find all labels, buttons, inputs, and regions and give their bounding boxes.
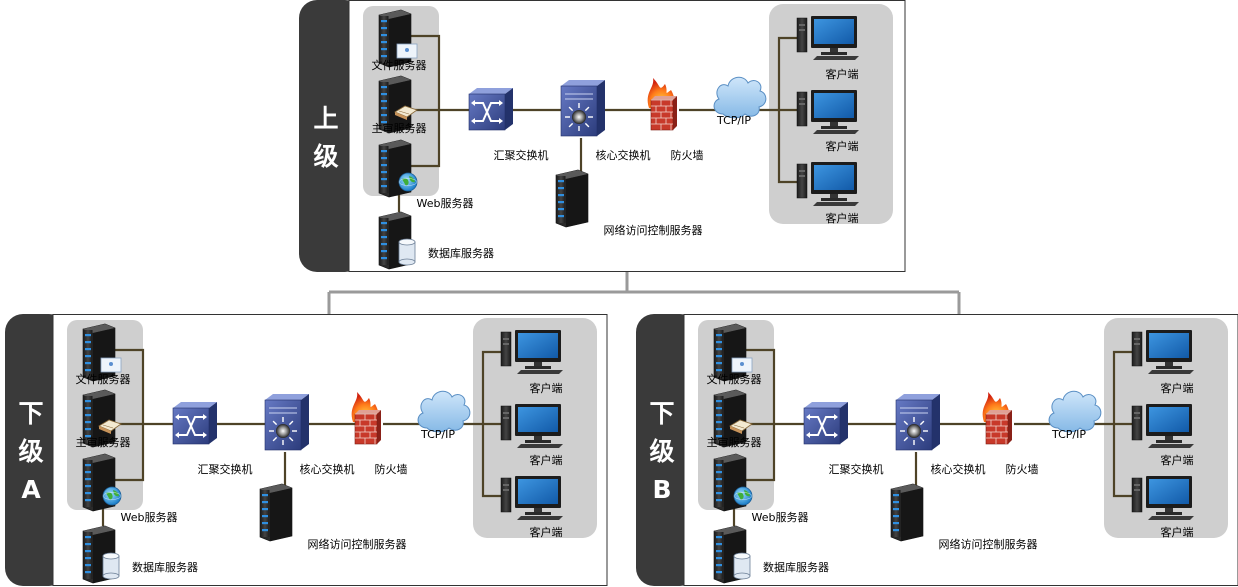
client-computer-icon [500, 404, 563, 448]
client-label: 客户端 [1161, 525, 1194, 539]
database-server-label: 数据库服务器 [763, 560, 829, 574]
book-icon [98, 419, 122, 434]
audit-server-icon [378, 75, 412, 134]
client-label: 客户端 [826, 211, 859, 225]
file-server-label: 文件服务器 [372, 58, 427, 72]
panel-tab-label: B [652, 475, 671, 504]
aggregation-switch-icon [803, 402, 848, 445]
web-server-label: Web服务器 [121, 511, 178, 524]
database-server-label: 数据库服务器 [428, 246, 494, 260]
core-switch-icon [264, 394, 309, 451]
server-bus-line [409, 34, 441, 168]
client-label: 客户端 [1161, 381, 1194, 395]
client-label: 客户端 [826, 67, 859, 81]
panel-tab-label: 级 [649, 437, 674, 466]
client-computer-icon [500, 330, 563, 374]
core-switch-label: 核心交换机 [931, 462, 986, 476]
file-server-label: 文件服务器 [707, 372, 762, 386]
client-computer-icon [500, 476, 563, 520]
core-switch-label: 核心交换机 [300, 462, 355, 476]
file-server-label: 文件服务器 [76, 372, 131, 386]
client-label: 客户端 [530, 381, 563, 395]
core-switch-icon [895, 394, 940, 451]
firewall-icon [351, 392, 381, 445]
database-server-label: 数据库服务器 [132, 560, 198, 574]
client-label: 客户端 [1161, 453, 1194, 467]
database-icon [398, 238, 416, 266]
panel-tab-label: 上 [313, 104, 338, 133]
core-switch-icon [560, 80, 605, 137]
book-icon [394, 105, 418, 120]
client-label: 客户端 [530, 525, 563, 539]
client-computer-icon [796, 162, 859, 206]
network-label: TCP/IP [1051, 428, 1086, 441]
book-icon [729, 419, 753, 434]
database-icon [733, 552, 751, 580]
server-bus-line [113, 348, 145, 482]
firewall-label: 防火墙 [1006, 462, 1039, 476]
aggregation-switch-label: 汇聚交换机 [198, 462, 253, 476]
cloud-icon [417, 390, 471, 433]
audit-server-icon [713, 389, 747, 448]
access-control-server-icon [890, 483, 924, 542]
client-label: 客户端 [826, 139, 859, 153]
client-computer-icon [796, 16, 859, 60]
access-control-server-label: 网络访问控制服务器 [604, 223, 703, 237]
aggregation-switch-icon [468, 88, 513, 131]
access-control-server-label: 网络访问控制服务器 [308, 537, 407, 551]
network-label: TCP/IP [716, 114, 751, 127]
audit-server-label: 主审服务器 [707, 435, 762, 449]
cloud-icon [713, 76, 767, 119]
panel-tab [299, 0, 363, 272]
aggregation-switch-icon [172, 402, 217, 445]
firewall-icon [982, 392, 1012, 445]
aggregation-switch-label: 汇聚交换机 [829, 462, 884, 476]
database-icon [102, 552, 120, 580]
firewall-icon [647, 78, 677, 131]
hierarchy-connectors [327, 272, 961, 314]
panel-tab-label: 下 [649, 399, 674, 428]
client-computer-icon [1131, 330, 1194, 374]
web-server-label: Web服务器 [417, 197, 474, 210]
panels: 上级文件服务器主审服务器Web服务器数据库服务器汇聚交换机核心交换机防火墙网络访… [5, 0, 1238, 586]
panel-tab [5, 314, 67, 586]
panel-tab-label: 级 [313, 142, 338, 171]
firewall-label: 防火墙 [375, 462, 408, 476]
cloud-icon [1048, 390, 1102, 433]
audit-server-label: 主审服务器 [76, 435, 131, 449]
access-control-server-label: 网络访问控制服务器 [939, 537, 1038, 551]
core-switch-label: 核心交换机 [596, 148, 651, 162]
panel-tab-label: 下 [18, 399, 43, 428]
access-control-server-icon [259, 483, 293, 542]
panel-tab [636, 314, 698, 586]
firewall-label: 防火墙 [671, 148, 704, 162]
client-computer-icon [796, 90, 859, 134]
web-server-label: Web服务器 [752, 511, 809, 524]
panel-tab-label: A [21, 475, 41, 504]
network-label: TCP/IP [420, 428, 455, 441]
audit-server-icon [82, 389, 116, 448]
client-computer-icon [1131, 476, 1194, 520]
client-computer-icon [1131, 404, 1194, 448]
audit-server-label: 主审服务器 [372, 121, 427, 135]
access-control-server-icon [555, 169, 589, 228]
client-label: 客户端 [530, 453, 563, 467]
aggregation-switch-label: 汇聚交换机 [494, 148, 549, 162]
server-bus-line [744, 348, 776, 482]
panel-tab-label: 级 [18, 437, 43, 466]
